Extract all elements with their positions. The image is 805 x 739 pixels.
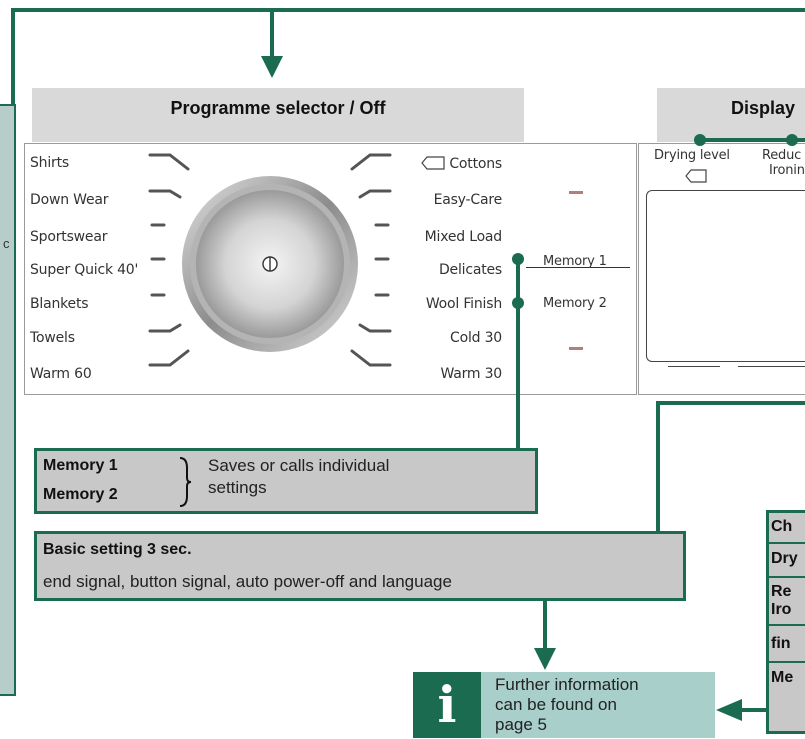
side-panel: c bbox=[0, 104, 16, 696]
memory-divider bbox=[526, 267, 630, 268]
drying-level-label: Drying level bbox=[654, 148, 730, 163]
info-arrow-left-icon bbox=[716, 699, 742, 721]
prog-shirts[interactable]: Shirts bbox=[30, 155, 69, 171]
display-screen bbox=[646, 190, 805, 362]
reduced-ironing-dot bbox=[786, 134, 798, 146]
memory-indicator-1 bbox=[569, 191, 583, 194]
prog-mixed-load[interactable]: Mixed Load bbox=[424, 229, 503, 245]
brace-icon bbox=[179, 457, 192, 507]
connector-top-horizontal bbox=[11, 8, 805, 12]
drying-level-dot bbox=[694, 134, 706, 146]
info-icon: i bbox=[413, 672, 481, 738]
memory-info-m1: Memory 1 bbox=[43, 457, 118, 474]
memory-1-button[interactable]: Memory 1 bbox=[543, 254, 607, 269]
memory-info-desc-1: Saves or calls individual bbox=[208, 456, 390, 475]
connector-left-vertical bbox=[11, 8, 15, 104]
display-header: Display bbox=[657, 88, 805, 142]
connector-arrow-stem bbox=[270, 8, 274, 60]
memory-info-box: Memory 1 Memory 2 Saves or calls individ… bbox=[34, 448, 538, 514]
right-box-row-3: Re bbox=[771, 583, 792, 600]
memory-connector bbox=[516, 258, 520, 448]
info-text-1: Further information bbox=[495, 675, 639, 694]
prog-delicates[interactable]: Delicates bbox=[438, 262, 502, 278]
right-box-divider-2 bbox=[769, 576, 805, 578]
basic-setting-box: Basic setting 3 sec. end signal, button … bbox=[34, 531, 686, 601]
info-text-2: can be found on bbox=[495, 695, 617, 714]
prog-cottons-label: Cottons bbox=[449, 156, 502, 172]
display-connector-horizontal bbox=[656, 401, 805, 405]
prog-warm-60[interactable]: Warm 60 bbox=[30, 366, 92, 382]
basic-setting-desc: end signal, button signal, auto power-of… bbox=[43, 572, 452, 591]
memory-indicator-2 bbox=[569, 347, 583, 350]
right-box-row-1: Ch bbox=[771, 518, 793, 535]
display-top-connector bbox=[700, 138, 805, 142]
prog-blankets[interactable]: Blankets bbox=[30, 296, 89, 312]
right-info-box: Ch Dry Re Iro fin Me bbox=[766, 510, 805, 734]
display-panel bbox=[638, 143, 805, 395]
prog-easy-care[interactable]: Easy-Care bbox=[433, 192, 503, 208]
right-box-row-4: fin bbox=[771, 635, 791, 652]
basic-setting-title: Basic setting 3 sec. bbox=[43, 541, 192, 558]
right-box-row-3b: Iro bbox=[771, 601, 792, 618]
programme-dial[interactable] bbox=[140, 143, 400, 393]
prog-cold-30[interactable]: Cold 30 bbox=[450, 330, 502, 346]
info-icon-glyph: i bbox=[437, 675, 457, 734]
memory-info-m2: Memory 2 bbox=[43, 486, 118, 503]
cottons-tag-icon bbox=[421, 156, 445, 170]
right-box-divider-3 bbox=[769, 624, 805, 626]
right-box-divider-1 bbox=[769, 542, 805, 544]
prog-sportswear[interactable]: Sportswear bbox=[30, 229, 108, 245]
right-box-row-2: Dry bbox=[771, 550, 798, 567]
side-panel-text: c bbox=[3, 236, 10, 251]
drying-level-tag-icon bbox=[685, 169, 707, 183]
display-underline-2 bbox=[738, 366, 805, 367]
display-underline-1 bbox=[668, 366, 720, 367]
right-box-divider-4 bbox=[769, 661, 805, 663]
display-header-label: Display bbox=[731, 98, 796, 118]
right-arrow-stem bbox=[740, 708, 768, 712]
right-box-row-5: Me bbox=[771, 669, 794, 686]
memory-2-button[interactable]: Memory 2 bbox=[543, 296, 607, 311]
prog-wool-finish[interactable]: Wool Finish bbox=[425, 296, 502, 312]
reduced-ironing-label-2: Ironin bbox=[769, 163, 805, 178]
info-arrow-stem bbox=[543, 601, 547, 651]
prog-down-wear[interactable]: Down Wear bbox=[30, 192, 109, 208]
info-text-3: page 5 bbox=[495, 715, 547, 734]
info-box: i Further information can be found on pa… bbox=[413, 672, 715, 738]
prog-towels[interactable]: Towels bbox=[30, 330, 75, 346]
prog-super-quick-40[interactable]: Super Quick 40' bbox=[30, 262, 139, 278]
memory-panel bbox=[512, 143, 637, 395]
info-arrow-down-icon bbox=[534, 648, 556, 670]
programme-selector-header: Programme selector / Off bbox=[32, 88, 524, 142]
memory-info-desc-2: settings bbox=[208, 478, 267, 497]
prog-warm-30[interactable]: Warm 30 bbox=[440, 366, 502, 382]
display-connector-vertical bbox=[656, 401, 660, 535]
reduced-ironing-label-1: Reduc bbox=[762, 148, 802, 163]
prog-cottons[interactable]: Cottons bbox=[421, 155, 502, 173]
arrow-down-icon bbox=[261, 56, 283, 78]
